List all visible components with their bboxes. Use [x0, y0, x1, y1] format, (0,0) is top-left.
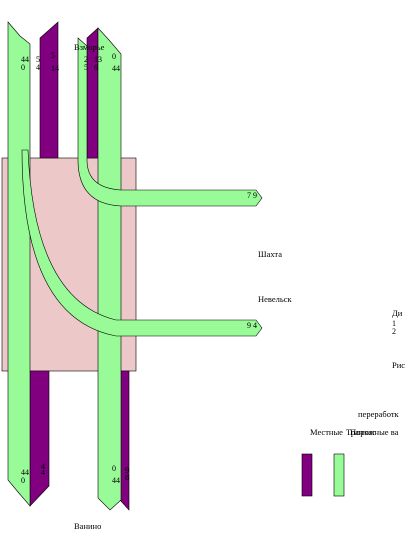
legend-transit-label-b: Порожные ва: [350, 427, 399, 437]
nevelsk-label: Невельск: [258, 294, 293, 304]
flow-value: 2: [84, 55, 88, 64]
side-3-sub1: 1: [392, 319, 396, 328]
flow-right-local-bottom: [119, 370, 130, 511]
flow-value: 44: [112, 64, 120, 73]
flow-value: 13: [94, 55, 102, 64]
shakhta-label: Шахта: [258, 249, 282, 259]
flow-value: 6: [94, 63, 98, 72]
flow-value: 0: [112, 52, 116, 61]
flow-value: 4: [41, 468, 45, 477]
flow-left-local: [39, 21, 59, 159]
flow-branch-nevelsk: [21, 149, 263, 337]
flow-left-transit: [7, 21, 31, 507]
flow-value: 8: [125, 473, 129, 482]
flow-value: 14: [51, 64, 59, 73]
branch-nevelsk-value: 9 4: [247, 321, 257, 330]
legend-transit-label-a: Транзит: [346, 427, 375, 437]
flow-value: 5: [36, 55, 40, 64]
flow-left-local-bottom: [29, 370, 50, 507]
legend-local-swatch: [301, 453, 313, 497]
bottom-station-label: Ванино: [74, 521, 101, 531]
side-3-label: Ди: [392, 308, 403, 318]
flow-branch-shakhta: [77, 37, 263, 207]
flow-value: 9: [125, 466, 129, 475]
flow-right-transit: [97, 27, 122, 511]
flow-value: 4: [36, 63, 40, 72]
branch-shakhta-value: 7 9: [247, 191, 257, 200]
flow-value: 44: [21, 55, 29, 64]
flow-value: 0: [21, 63, 25, 72]
flow-value: 4: [41, 462, 45, 471]
processing-label: переработк: [358, 409, 400, 419]
top-station-label: Взморье: [74, 42, 105, 52]
side-3-sub2: 2: [392, 327, 396, 336]
flow-value: 0: [21, 476, 25, 485]
legend-local-label: Местные: [310, 427, 343, 437]
side-4-label: Рис: [392, 360, 405, 370]
flow-value: 0: [112, 464, 116, 473]
legend-transit-swatch: [333, 453, 345, 497]
flow-value: 5: [51, 51, 55, 60]
flow-value: 5: [84, 63, 88, 72]
flow-value: 44: [112, 476, 120, 485]
flow-value: 44: [21, 468, 29, 477]
